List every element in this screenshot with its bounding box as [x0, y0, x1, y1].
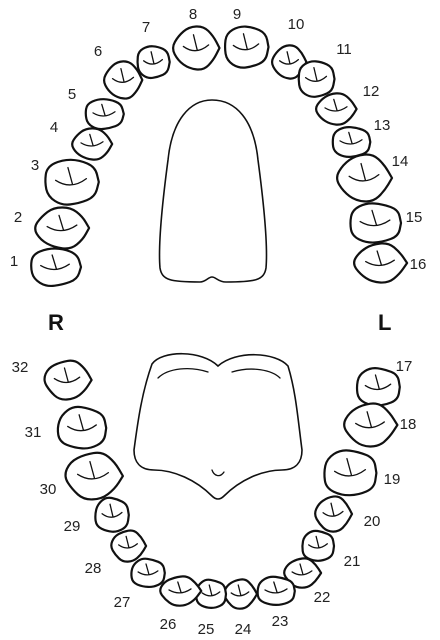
upper-tooth-14 [337, 154, 392, 201]
lower-tooth-18 [344, 404, 397, 447]
lower-tooth-17 [357, 368, 400, 405]
lower-tooth-30 [65, 453, 122, 500]
tooth-number-23: 23 [272, 613, 289, 630]
upper-tooth-3 [45, 160, 98, 205]
tooth-number-10: 10 [288, 16, 305, 33]
tooth-number-27: 27 [114, 594, 131, 611]
upper-tooth-11 [299, 61, 335, 96]
tooth-number-7: 7 [142, 19, 150, 36]
lower-tooth-26 [160, 576, 201, 605]
tooth-number-28: 28 [85, 560, 102, 577]
upper-tooth-1 [31, 249, 81, 286]
tooth-number-19: 19 [384, 471, 401, 488]
lower-tooth-21 [302, 531, 334, 561]
upper-tooth-15 [350, 203, 401, 242]
upper-tooth-8 [173, 26, 219, 69]
left-side-label: L [378, 310, 391, 335]
tooth-number-12: 12 [363, 83, 380, 100]
tooth-number-24: 24 [235, 621, 252, 638]
tooth-number-15: 15 [406, 209, 423, 226]
tooth-number-9: 9 [233, 6, 241, 23]
tooth-number-18: 18 [400, 416, 417, 433]
tooth-number-5: 5 [68, 86, 76, 103]
tooth-number-13: 13 [374, 117, 391, 134]
lower-tooth-25 [196, 580, 226, 608]
tooth-number-20: 20 [364, 513, 381, 530]
tooth-number-32: 32 [12, 359, 29, 376]
upper-tooth-6 [104, 61, 142, 98]
tooth-number-17: 17 [396, 358, 413, 375]
lower-tooth-32 [45, 361, 92, 400]
upper-tooth-13 [333, 127, 371, 157]
tooth-number-26: 26 [160, 616, 177, 633]
tooth-number-22: 22 [314, 589, 331, 606]
tooth-number-2: 2 [14, 209, 22, 226]
upper-tooth-12 [316, 93, 357, 124]
lower-tooth-19 [324, 450, 376, 495]
tooth-number-11: 11 [336, 41, 352, 58]
tooth-number-25: 25 [198, 621, 215, 638]
upper-tooth-2 [35, 207, 89, 248]
lower-tooth-24 [224, 579, 257, 608]
tooth-number-21: 21 [344, 553, 361, 570]
upper-tooth-7 [138, 46, 170, 78]
upper-palate [159, 100, 266, 282]
lower-tooth-23 [258, 577, 295, 605]
tooth-number-8: 8 [189, 6, 197, 23]
lower-tooth-28 [111, 530, 146, 561]
tooth-number-29: 29 [64, 518, 81, 535]
tooth-number-3: 3 [31, 157, 39, 174]
tooth-number-14: 14 [392, 153, 409, 170]
tooth-number-1: 1 [10, 253, 18, 270]
tooth-number-16: 16 [410, 256, 427, 273]
lower-tooth-27 [131, 559, 164, 587]
tooth-outline [58, 407, 106, 449]
lower-tooth-31 [58, 407, 106, 449]
upper-tooth-16 [354, 243, 407, 282]
upper-tooth-9 [225, 27, 268, 68]
tooth-number-4: 4 [50, 119, 58, 136]
right-side-label: R [48, 310, 64, 335]
lower-tooth-29 [95, 498, 128, 532]
tooth-outline [35, 207, 89, 248]
lower-tooth-20 [315, 496, 352, 531]
upper-tooth-4 [72, 128, 112, 159]
tooth-number-30: 30 [40, 481, 57, 498]
tooth-number-6: 6 [94, 43, 102, 60]
upper-tooth-5 [86, 99, 124, 129]
palate-layer [134, 100, 302, 499]
tooth-number-31: 31 [25, 424, 42, 441]
